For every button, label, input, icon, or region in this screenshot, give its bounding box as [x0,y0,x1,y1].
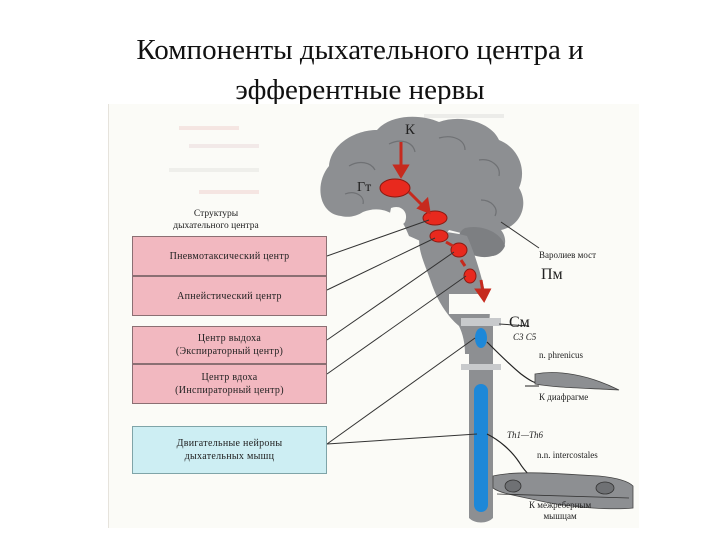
pneumotaxic-center-marker [422,210,448,226]
cord-gap [449,294,509,314]
expiratory-center-label-1: Центр выдоха [197,333,262,344]
pneumotaxic-center-box: Пневмотаксический центр [132,236,327,276]
spinal-cord-label: См [509,314,530,331]
pneumotaxic-center-label: Пневмотаксический центр [169,250,290,262]
cervical-segments-label: С3 С5 [513,332,537,342]
motor-neurons-box: Двигательные нейроны дыхательных мышц [132,426,327,474]
phrenic-nerve-label: n. phrenicus [539,350,583,360]
apneustic-center-box: Апнейстический центр [132,276,327,316]
motor-neurons-label-1: Двигательные нейроны [176,438,283,449]
segment-band-1 [461,318,501,326]
to-intercostal-line-1: К межреберным [529,500,592,510]
segment-band-2 [461,364,501,370]
slide-title: Компоненты дыхательного центра и эфферен… [0,30,720,110]
expiratory-center-box: Центр выдоха (Экспираторный центр) [132,326,327,364]
brain-shape [320,116,524,256]
to-intercostal-line-2: мышцам [543,511,577,521]
faded-background-marks [169,114,504,194]
leader-lines [326,219,540,445]
expiratory-center-marker [450,242,468,258]
group-heading-line-1: Структуры [193,209,239,219]
to-intercostal-label: К межреберным мышцам [529,500,591,522]
pons-label: Пм [541,266,563,283]
pons-caption: Варолиев мост [539,250,597,260]
cervical-nerve-nucleus [475,328,487,348]
apneustic-center-marker [429,229,449,243]
signal-arrows [392,142,492,303]
phrenic-nerve [486,341,620,391]
inspiratory-center-box: Центр вдоха (Инспираторный центр) [132,364,327,404]
intercostal-nerves-label: n.n. intercostales [537,450,598,460]
apneustic-center-label: Апнейстический центр [177,290,282,302]
brain-folds [344,136,500,217]
inspiratory-center-marker [463,268,477,284]
inspiratory-center-label-1: Центр вдоха [201,372,258,383]
respiratory-center-diagram: К Гт Варолиев мост Пм См С3 С5 n. phreni… [108,104,639,528]
title-line-2: эфферентные нервы [235,74,485,106]
pituitary-notch [389,206,407,226]
intercostal-nerves [486,433,634,510]
thoracic-segments-label: Th1—Th6 [507,430,544,440]
motor-neurons-label-2: дыхательных мышц [184,451,275,462]
hypothalamus-label: Гт [357,180,372,195]
group-heading-line-2: дыхательного центра [173,221,259,231]
to-diaphragm-label: К диафрагме [539,392,589,402]
title-line-1: Компоненты дыхательного центра и [136,34,584,66]
thoracic-nerve-column [474,384,488,512]
diagram-artwork [169,114,634,523]
inspiratory-center-label-2: (Инспираторный центр) [175,385,284,396]
cortex-label: К [405,122,416,138]
group-heading: Структуры дыхательного центра [161,208,271,232]
expiratory-center-label-2: (Экспираторный центр) [175,346,284,357]
hypothalamus-center [379,178,411,198]
